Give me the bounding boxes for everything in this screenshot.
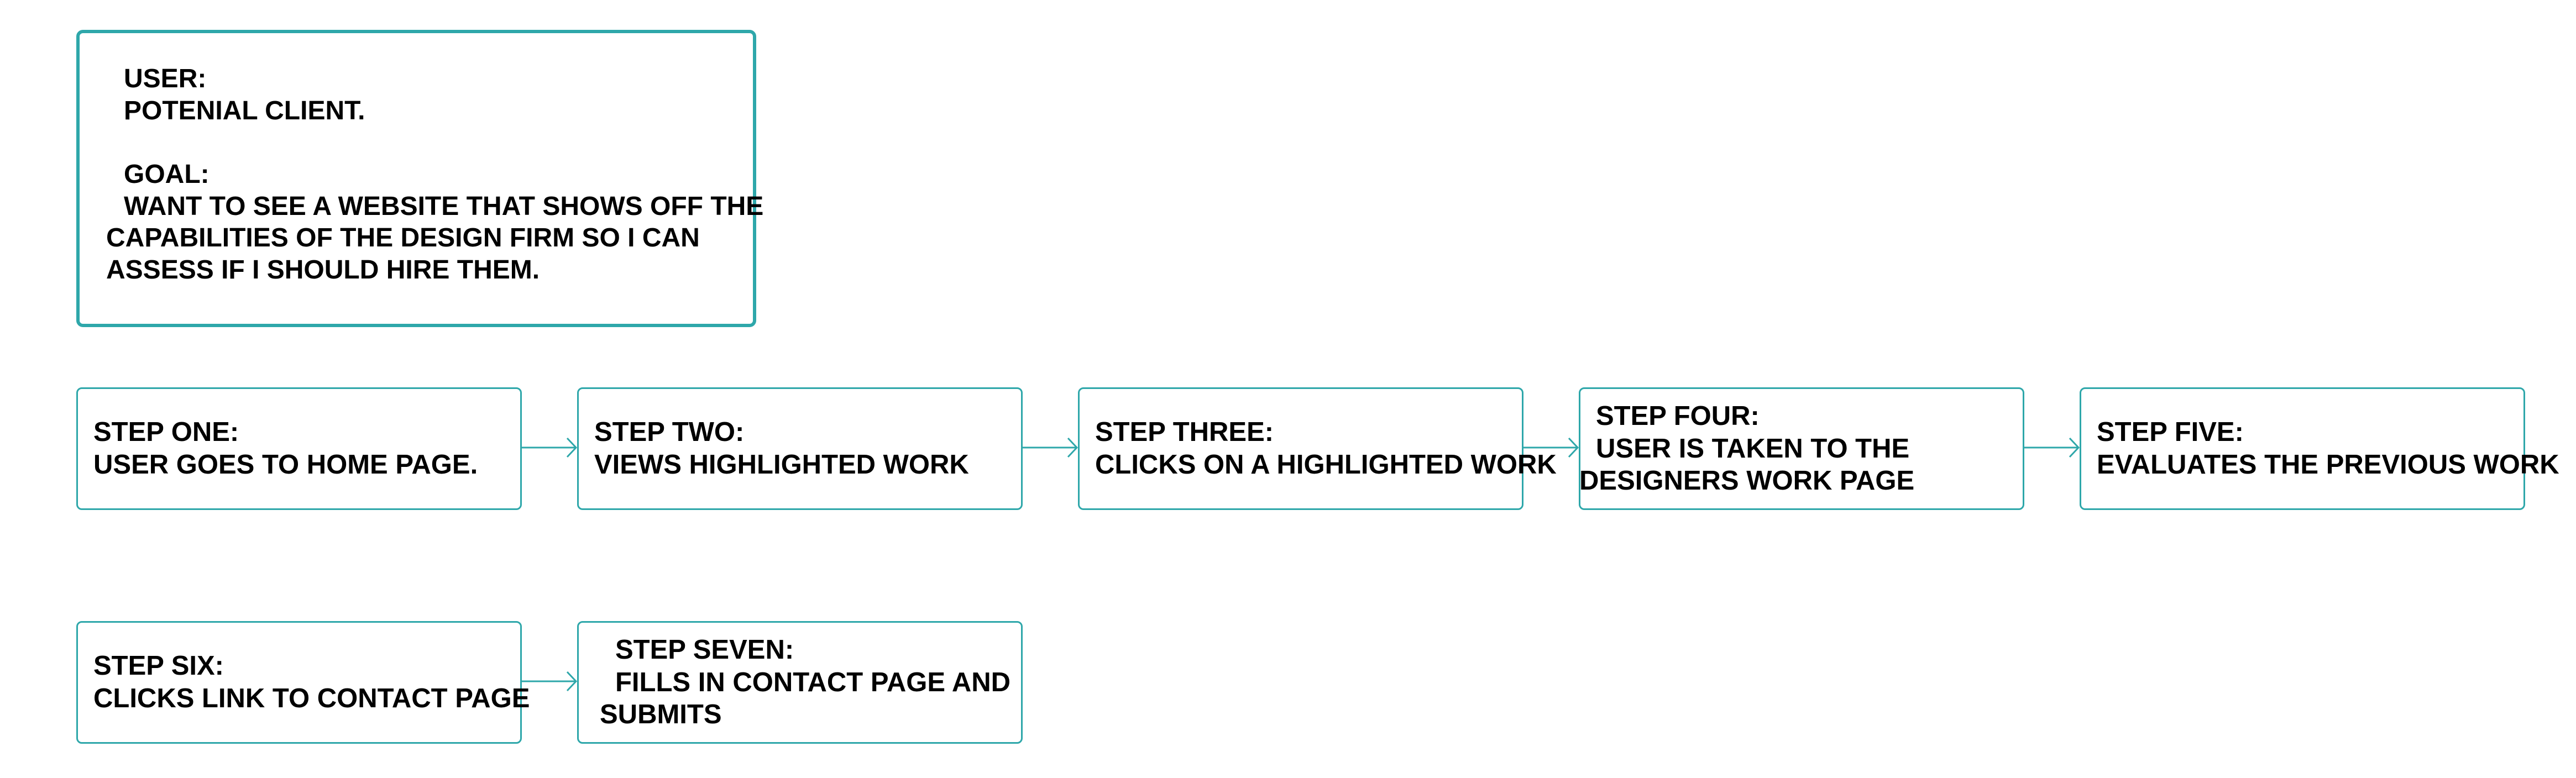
step-three-text: CLICKS ON A HIGHLIGHTED WORK	[1095, 450, 1557, 480]
step-three-label: STEP THREE:	[1095, 417, 1274, 448]
flow-arrow	[2024, 437, 2080, 458]
step-seven-card: STEP SEVEN: FILLS IN CONTACT PAGE AND SU…	[577, 621, 1023, 744]
step-seven-label: STEP SEVEN:	[615, 634, 794, 665]
flow-arrow	[1523, 437, 1579, 458]
arrow-head-icon	[1067, 437, 1078, 458]
step-five-card: STEP FIVE: EVALUATES THE PREVIOUS WORK	[2080, 387, 2559, 510]
step-two-card: STEP TWO: VIEWS HIGHLIGHTED WORK	[577, 387, 1023, 510]
goal-text-line: CAPABILITIES OF THE DESIGN FIRM SO I CAN	[106, 223, 700, 253]
goal-text-line: ASSESS IF I SHOULD HIRE THEM.	[106, 255, 540, 285]
arrow-head-icon	[2069, 437, 2080, 458]
step-four-label: STEP FOUR:	[1596, 401, 1760, 431]
flow-arrow	[522, 671, 578, 692]
step-five-text: EVALUATES THE PREVIOUS WORK	[2097, 450, 2559, 480]
arrow-head-icon	[566, 437, 578, 458]
step-one-card: STEP ONE: USER GOES TO HOME PAGE.	[76, 387, 522, 510]
user-label: USER:	[124, 64, 207, 93]
flow-arrow	[522, 437, 578, 458]
step-seven-text-line: FILLS IN CONTACT PAGE AND	[615, 667, 1010, 697]
step-four-text-line: USER IS TAKEN TO THE	[1596, 433, 1910, 464]
user-value: POTENIAL CLIENT.	[124, 96, 365, 125]
step-six-label: STEP SIX:	[93, 651, 224, 681]
goal-text-line: WANT TO SEE A WEBSITE THAT SHOWS OFF THE	[124, 191, 764, 221]
step-five-label: STEP FIVE:	[2097, 417, 2244, 448]
goal-label: GOAL:	[124, 160, 210, 190]
step-seven-text-line: SUBMITS	[600, 700, 722, 730]
step-four-text-line: DESIGNERS WORK PAGE	[1579, 466, 1915, 496]
step-two-text: VIEWS HIGHLIGHTED WORK	[594, 450, 969, 480]
step-one-text: USER GOES TO HOME PAGE.	[93, 450, 478, 480]
step-two-label: STEP TWO:	[594, 417, 745, 448]
step-six-text: CLICKS LINK TO CONTACT PAGE	[93, 684, 530, 713]
step-three-card: STEP THREE: CLICKS ON A HIGHLIGHTED WORK	[1078, 387, 1557, 510]
persona-card: USER: POTENIAL CLIENT. GOAL: WANT TO SEE…	[76, 30, 764, 327]
arrow-head-icon	[1568, 437, 1579, 458]
step-four-card: STEP FOUR: USER IS TAKEN TO THE DESIGNER…	[1579, 387, 2024, 510]
step-six-card: STEP SIX: CLICKS LINK TO CONTACT PAGE	[76, 621, 530, 744]
arrow-head-icon	[566, 671, 578, 692]
flow-arrow	[1023, 437, 1078, 458]
step-one-label: STEP ONE:	[93, 417, 239, 448]
